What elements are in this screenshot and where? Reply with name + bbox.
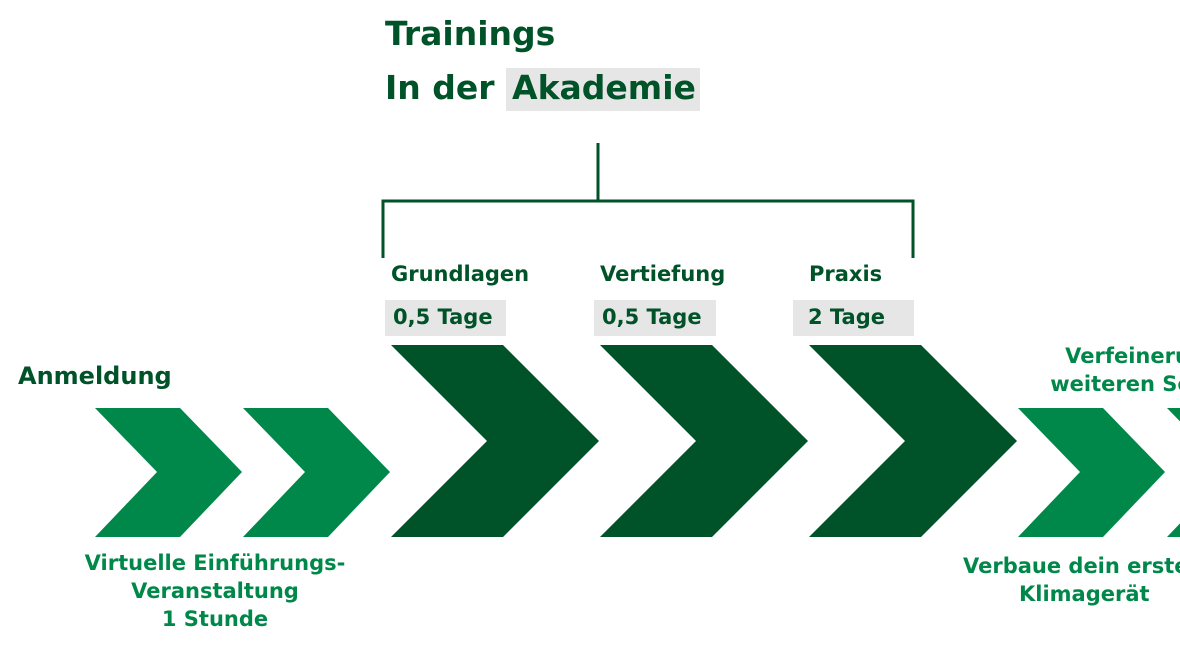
title-highlight: Akademie: [506, 68, 700, 111]
chevron-registration-1: [95, 408, 242, 537]
refinement-line-2: weiteren Schu: [1050, 372, 1180, 396]
phase-name-praxis: Praxis: [809, 262, 883, 286]
chevron-refinement: [1167, 408, 1180, 537]
chevron-grundlagen: [391, 345, 599, 537]
title-line-1: Trainings: [385, 14, 556, 53]
refinement-label: Verfeinerun weiteren Schu: [1005, 342, 1180, 398]
phase-name-vertiefung: Vertiefung: [600, 262, 726, 286]
title-prefix: In der: [385, 68, 495, 107]
phase-duration-grundlagen: 0,5 Tage: [385, 300, 506, 336]
phase-duration-praxis: 2 Tage: [793, 300, 914, 336]
refinement-line-1: Verfeinerun: [1065, 344, 1180, 368]
install-line-2: Klimagerät: [1019, 582, 1150, 606]
chevron-registration-2: [243, 408, 390, 537]
chevron-install: [1018, 408, 1165, 537]
bracket: [381, 143, 915, 258]
title-line-2: In der Akademie: [385, 68, 700, 111]
registration-desc-line-1: Virtuelle Einführungs-: [84, 551, 346, 575]
phase-duration-vertiefung: 0,5 Tage: [594, 300, 716, 336]
chevron-praxis: [809, 345, 1017, 537]
registration-desc-line-3: 1 Stunde: [161, 607, 269, 631]
install-line-1: Verbaue dein erste: [963, 554, 1180, 578]
registration-label: Anmeldung: [18, 362, 172, 390]
registration-desc-line-2: Veranstaltung: [131, 579, 299, 603]
registration-description: Virtuelle Einführungs- Veranstaltung 1 S…: [60, 549, 370, 633]
phase-name-grundlagen: Grundlagen: [391, 262, 530, 286]
bracket-arms: [381, 199, 915, 258]
chevron-vertiefung: [600, 345, 808, 537]
install-label: Verbaue dein erste Klimagerät: [955, 552, 1180, 608]
